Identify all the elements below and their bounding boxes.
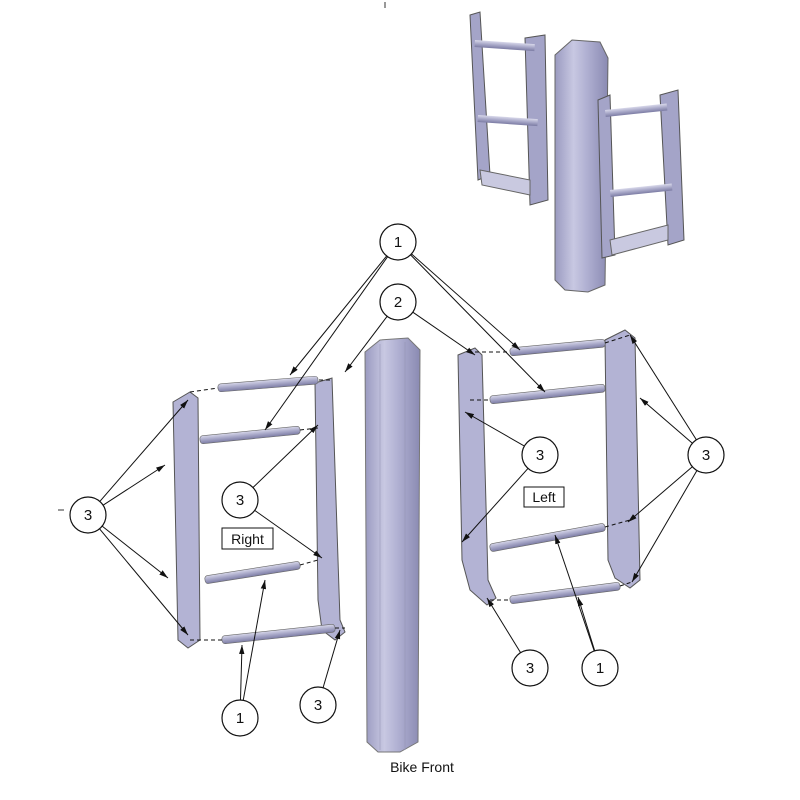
callout-number: 3 xyxy=(314,697,322,714)
hidden-connector xyxy=(299,559,319,566)
hidden-connector xyxy=(189,387,219,393)
callout-balloons: 1 2 3 3 3 3 3 1 1 3 xyxy=(69,223,725,737)
leader-arrow xyxy=(254,509,323,559)
callout-number: 2 xyxy=(394,294,402,311)
inset-right-bracket xyxy=(469,11,549,206)
bike-front-post xyxy=(364,337,421,753)
callout-balloon-1: 1 xyxy=(379,223,417,261)
callout-balloon-3: 3 xyxy=(69,496,107,534)
callout-number: 1 xyxy=(394,234,402,251)
leader-arrow xyxy=(264,256,389,431)
leader-arrow xyxy=(464,411,525,447)
right-bracket-assembly xyxy=(172,375,346,649)
callout-number: 3 xyxy=(84,507,92,524)
right-outer-plate xyxy=(172,391,201,649)
label-left-box: Left xyxy=(523,486,565,508)
leader-arrow xyxy=(639,397,693,444)
callout-balloon-1: 1 xyxy=(221,699,259,737)
leader-arrow xyxy=(99,528,189,636)
callout-number: 3 xyxy=(236,492,244,509)
cross-rod xyxy=(217,375,319,393)
cross-rod xyxy=(199,426,301,444)
leader-arrow xyxy=(554,534,595,652)
label-left: Left xyxy=(532,489,555,505)
hidden-connector xyxy=(604,519,631,528)
callout-balloon-3: 3 xyxy=(299,686,337,724)
leader-arrow xyxy=(99,399,189,502)
callout-balloon-3: 3 xyxy=(687,436,725,474)
leader-arrow xyxy=(252,424,319,488)
leader-arrow xyxy=(461,468,529,543)
leader-arrow xyxy=(322,629,341,688)
callout-balloon-3: 3 xyxy=(511,649,549,687)
leader-arrow xyxy=(101,525,169,579)
cross-rod xyxy=(509,582,621,604)
cross-rod xyxy=(221,624,336,644)
inset-post xyxy=(554,39,609,293)
leader-arrow xyxy=(627,466,693,523)
right-inner-plate xyxy=(314,377,346,641)
callout-balloon-2: 2 xyxy=(379,283,417,321)
label-right-box: Right xyxy=(221,527,274,550)
callout-number: 3 xyxy=(526,660,534,677)
leader-arrow xyxy=(102,464,166,506)
leader-arrow xyxy=(242,579,267,701)
left-inner-plate xyxy=(457,347,497,606)
callout-number: 1 xyxy=(236,710,244,727)
leader-arrow xyxy=(289,255,388,376)
label-right: Right xyxy=(231,531,264,547)
leader-arrow xyxy=(412,311,476,356)
inset-left-bracket xyxy=(597,89,685,259)
callout-balloon-3: 3 xyxy=(521,436,559,474)
callout-number: 3 xyxy=(702,447,710,464)
leader-arrow xyxy=(344,316,388,373)
leader-arrow xyxy=(410,254,546,393)
left-outer-plate xyxy=(604,329,641,589)
hidden-connector xyxy=(619,581,633,587)
leader-arrow xyxy=(577,596,596,651)
cross-rod xyxy=(489,384,606,404)
leader-arrow xyxy=(411,253,521,351)
cross-rod xyxy=(509,338,606,357)
leader-lines xyxy=(99,253,698,701)
leader-arrow xyxy=(239,644,245,701)
cross-rod xyxy=(489,523,606,552)
callout-number: 3 xyxy=(536,447,544,464)
callout-balloon-3: 3 xyxy=(221,481,259,519)
leader-arrow xyxy=(486,597,522,653)
label-bike-front: Bike Front xyxy=(390,759,454,775)
callout-balloon-1: 1 xyxy=(581,649,619,687)
inset-assembled-view xyxy=(469,11,685,293)
leader-arrow xyxy=(629,334,697,441)
callout-number: 1 xyxy=(596,660,604,677)
leader-arrow xyxy=(631,470,698,583)
cross-rod xyxy=(204,561,301,584)
hidden-connector xyxy=(604,334,631,344)
